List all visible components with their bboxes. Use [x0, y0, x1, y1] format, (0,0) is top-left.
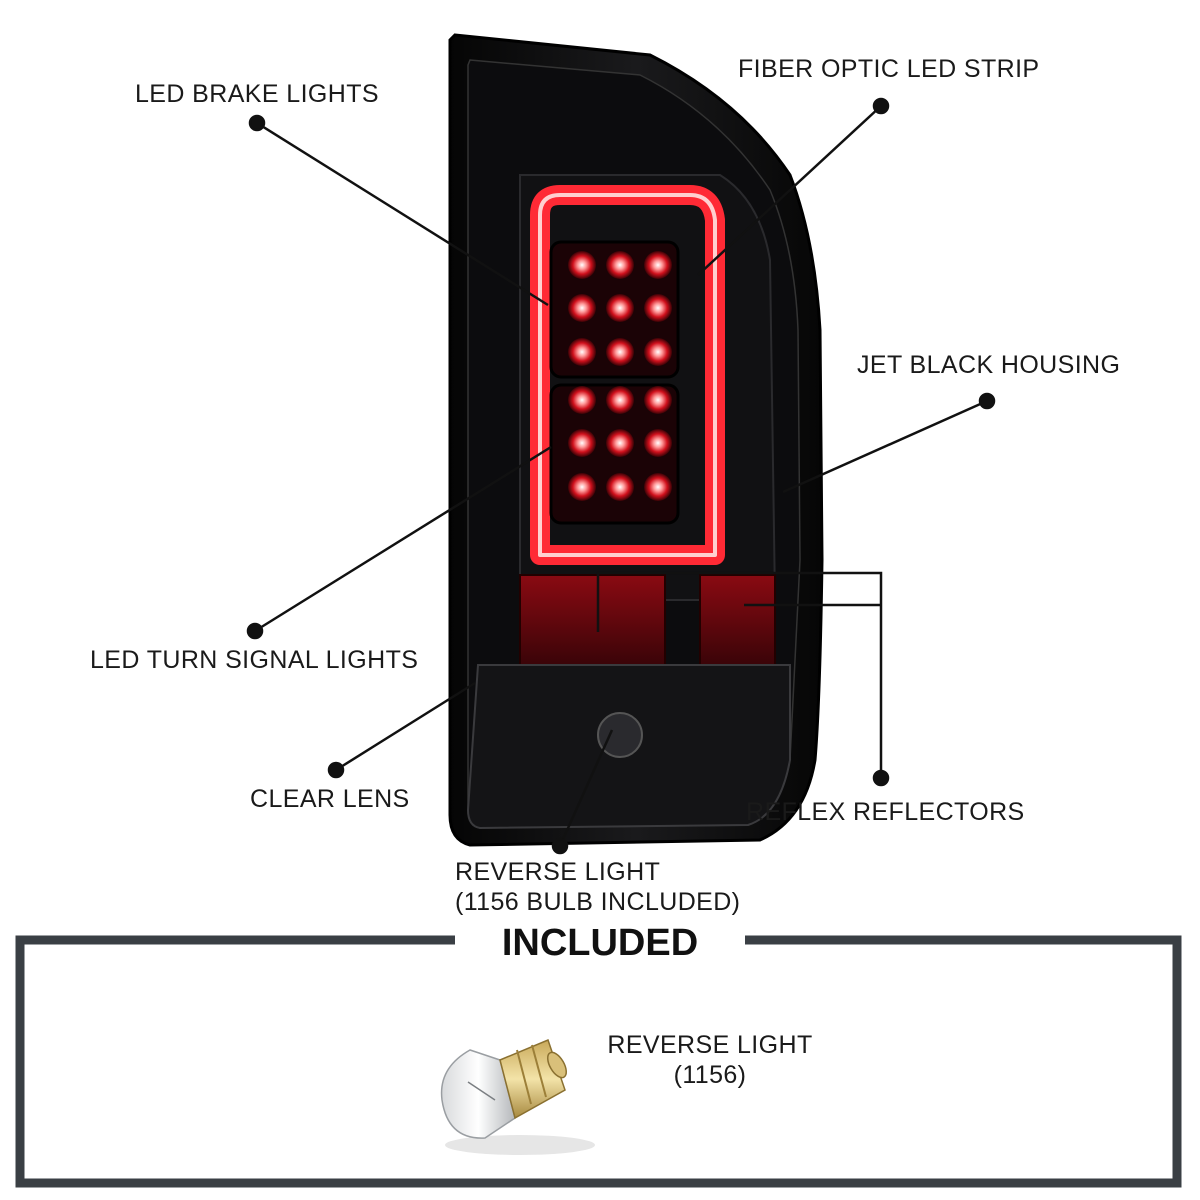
callout-led-turn-signal-lights: LED TURN SIGNAL LIGHTS [90, 646, 419, 674]
turn-leader-line [254, 445, 552, 633]
clear-lens-art [466, 664, 791, 830]
turn-signal-led-panel [549, 383, 680, 525]
turn-leader-dot [246, 622, 264, 640]
included-item-line2: (1156) [673, 1061, 747, 1089]
reflector-bracket-left [596, 571, 883, 778]
callout-reflex-reflectors: REFLEX REFLECTORS [746, 798, 1025, 826]
callout-reverse-light: REVERSE LIGHT (1156 BULB INCLUDED) [455, 857, 740, 917]
fiber-optic-strip-art [530, 185, 725, 565]
bulb-1156-image [440, 1038, 595, 1155]
callout-jet-black-housing: JET BLACK HOUSING [857, 351, 1121, 379]
reflex-reflectors-art [519, 574, 776, 666]
callout-fiber-optic-led-strip: FIBER OPTIC LED STRIP [738, 55, 1040, 83]
callout-reverse-light-line2: (1156 BULB INCLUDED) [455, 888, 741, 916]
callout-reverse-light-line1: REVERSE LIGHT [455, 858, 661, 886]
reverse-leader-line [558, 729, 614, 847]
callout-led-brake-lights: LED BRAKE LIGHTS [135, 80, 379, 108]
reflector-leader-dot [872, 769, 890, 787]
leader-lines [246, 97, 996, 855]
brake-led-panel [549, 240, 680, 379]
lens-leader-dot [327, 761, 345, 779]
brake-leader-dot [248, 114, 266, 132]
fiber-leader-line [697, 105, 882, 276]
included-item-label: REVERSE LIGHT (1156) [600, 1030, 820, 1090]
included-item-line1: REVERSE LIGHT [607, 1031, 813, 1059]
reverse-leader-dot [551, 837, 569, 855]
fiber-leader-dot [872, 97, 890, 115]
included-title: INCLUDED [455, 918, 745, 968]
brake-leader-line [256, 121, 549, 307]
included-frame [15, 935, 1182, 1188]
callout-clear-lens: CLEAR LENS [250, 785, 410, 813]
housing-leader-dot [978, 392, 996, 410]
housing-leader-line [782, 399, 988, 494]
lens-leader-line [335, 681, 476, 772]
